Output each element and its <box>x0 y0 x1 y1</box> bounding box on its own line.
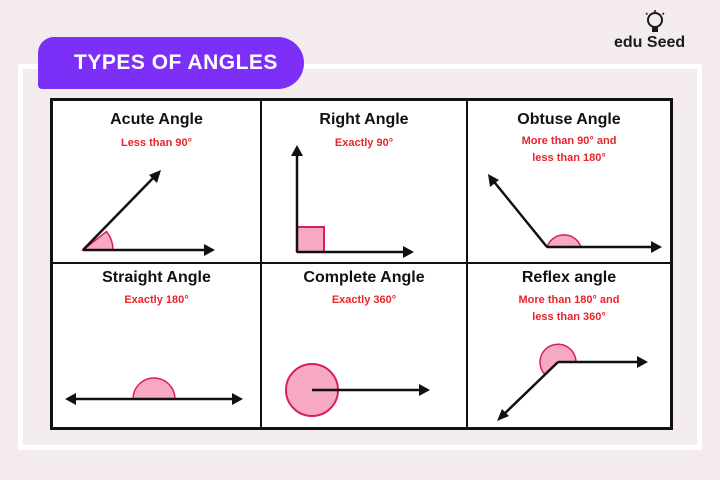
arrowhead <box>637 356 648 368</box>
angle-title: Straight Angle <box>102 269 211 286</box>
arrowhead <box>204 244 215 256</box>
angles-grid: Acute Angle Less than 90° Right Angle Ex… <box>50 98 673 430</box>
ray <box>82 172 159 251</box>
arrowhead <box>488 174 499 187</box>
acute-angle-figure <box>80 170 215 256</box>
arrowhead <box>232 393 243 405</box>
angle-description: More than 180° and <box>518 294 620 306</box>
arrowhead <box>65 393 76 405</box>
angle-description: Less than 90° <box>120 137 193 149</box>
angle-description: Exactly 360° <box>331 294 397 306</box>
angle-arc <box>132 377 176 400</box>
complete-angle-figure <box>285 363 430 417</box>
obtuse-angle-figure <box>488 174 662 253</box>
cell-acute-angle: Acute Angle Less than 90° <box>53 101 262 264</box>
logo-text: edu Seed <box>614 34 686 51</box>
angle-title: Right Angle <box>319 111 409 128</box>
straight-angle-figure <box>65 377 243 405</box>
arrowhead <box>497 409 509 421</box>
page-title: TYPES OF ANGLES <box>74 51 278 74</box>
angle-title: Complete Angle <box>303 269 425 286</box>
angle-title: Acute Angle <box>110 111 203 128</box>
angle-title: Reflex angle <box>521 269 617 286</box>
eduseed-logo: edu Seed <box>608 10 700 56</box>
arrowhead <box>149 170 161 183</box>
angle-arc <box>545 234 583 248</box>
angle-description-line2: less than 180° <box>532 152 606 164</box>
ray <box>490 177 548 248</box>
angle-description: Exactly 180° <box>124 294 189 306</box>
cell-right-angle: Right Angle Exactly 90° <box>262 101 468 264</box>
arrowhead <box>651 241 662 253</box>
angle-description: More than 90° and <box>521 135 617 147</box>
reflex-angle-figure <box>497 343 648 421</box>
angle-description: Exactly 90° <box>334 137 394 149</box>
right-angle-marker <box>296 226 325 253</box>
arrowhead <box>291 145 303 156</box>
arrowhead <box>419 384 430 396</box>
cell-complete-angle: Complete Angle Exactly 360° <box>262 264 468 427</box>
lightbulb-icon <box>645 10 665 32</box>
arrowhead <box>403 246 414 258</box>
title-banner: TYPES OF ANGLES <box>38 37 304 89</box>
cell-obtuse-angle: Obtuse Angle More than 90° and less than… <box>468 101 670 264</box>
right-angle-figure <box>291 145 414 258</box>
angle-title: Obtuse Angle <box>517 111 621 128</box>
angle-arc <box>539 343 577 376</box>
inner-frame <box>18 64 702 450</box>
cell-reflex-angle: Reflex angle More than 180° and less tha… <box>468 264 670 427</box>
ray <box>499 361 559 419</box>
angle-description-line2: less than 360° <box>532 311 606 323</box>
cell-straight-angle: Straight Angle Exactly 180° <box>53 264 262 427</box>
